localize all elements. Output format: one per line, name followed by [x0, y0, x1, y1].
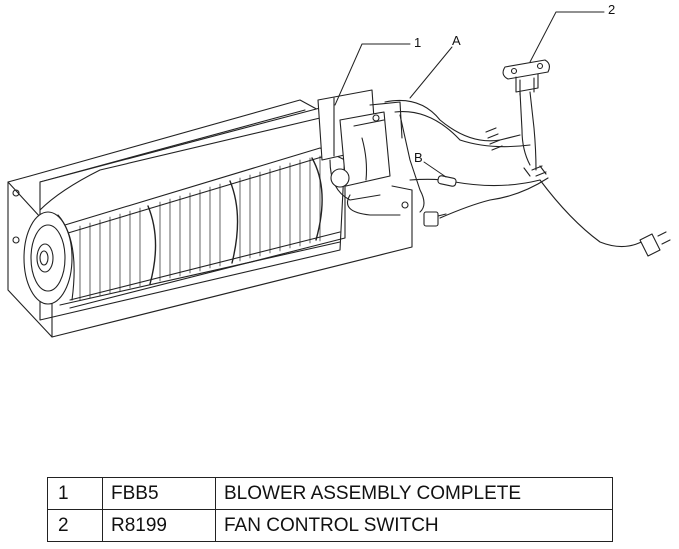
callout-b: B	[414, 150, 423, 165]
part-number: FBB5	[102, 477, 216, 510]
part-number: R8199	[102, 509, 216, 542]
callout-1: 1	[414, 35, 421, 50]
table-row: 1 FBB5 BLOWER ASSEMBLY COMPLETE	[47, 477, 613, 510]
part-description: FAN CONTROL SWITCH	[215, 509, 613, 542]
blower-motor	[317, 89, 403, 201]
motor-hub	[23, 211, 75, 305]
leader-lines	[334, 11, 605, 178]
connector-b	[437, 175, 457, 187]
callout-2: 2	[608, 2, 615, 17]
fan-wheel	[54, 147, 346, 309]
inline-plug	[423, 211, 447, 227]
part-description: BLOWER ASSEMBLY COMPLETE	[215, 477, 613, 510]
parts-table: 1 FBB5 BLOWER ASSEMBLY COMPLETE 2 R8199 …	[47, 477, 613, 542]
part-item-number: 1	[47, 477, 103, 510]
power-plug	[639, 231, 671, 257]
fan-control-switch	[502, 59, 551, 96]
blower-housing	[39, 107, 346, 321]
callout-a: A	[452, 33, 461, 48]
blower-diagram: 1 A 2 B	[7, 2, 671, 338]
part-item-number: 2	[47, 509, 103, 542]
wiring-harness	[346, 91, 646, 248]
table-row: 2 R8199 FAN CONTROL SWITCH	[47, 509, 613, 542]
